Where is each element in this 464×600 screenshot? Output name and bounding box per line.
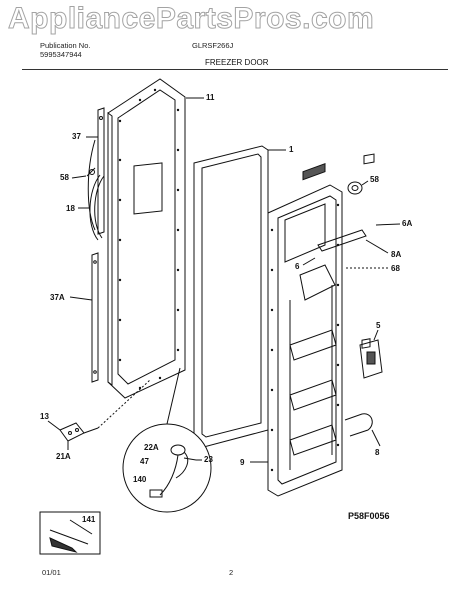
leader-13 xyxy=(47,420,61,431)
callout-23: 23 xyxy=(204,455,213,464)
outer-door-panel xyxy=(107,78,186,399)
screw-left xyxy=(86,167,96,177)
callout-22A: 22A xyxy=(144,443,159,452)
callout-58-right: 58 xyxy=(370,175,379,184)
cap-right xyxy=(347,181,363,195)
inner-door-liner xyxy=(267,163,343,497)
inset-141 xyxy=(39,511,101,555)
leader-58-left xyxy=(71,175,87,179)
publication-label: Publication No. xyxy=(40,41,91,50)
callout-1: 1 xyxy=(289,145,294,154)
leader-6A xyxy=(375,223,401,226)
callout-9: 9 xyxy=(240,458,245,467)
wiring-detail-inset xyxy=(122,367,212,513)
callout-6A: 6A xyxy=(402,219,413,228)
callout-18: 18 xyxy=(66,204,75,213)
publication-number: 5995347944 xyxy=(40,50,82,59)
callout-6: 6 xyxy=(295,262,300,271)
callout-68: 68 xyxy=(391,264,400,273)
handle-bar xyxy=(89,174,105,241)
callout-140: 140 xyxy=(133,475,147,484)
footer-page: 2 xyxy=(229,568,234,577)
callout-21A: 21A xyxy=(56,452,71,461)
leader-6 xyxy=(302,257,316,266)
callout-37: 37 xyxy=(72,132,81,141)
section-title: FREEZER DOOR xyxy=(205,58,269,67)
footer-date: 01/01 xyxy=(42,568,61,577)
handle-trim-upper xyxy=(87,107,105,235)
handle-trim-lower xyxy=(91,252,99,383)
watermark: AppliancePartsPros.com xyxy=(7,2,375,36)
leader-8 xyxy=(371,429,381,447)
callout-5: 5 xyxy=(376,321,381,330)
model-number: GLRSF266J xyxy=(192,41,234,50)
callout-8A: 8A xyxy=(391,250,402,259)
bar-8A xyxy=(317,229,367,252)
part-5 xyxy=(359,339,383,379)
leader-5 xyxy=(373,329,379,341)
callout-11: 11 xyxy=(206,93,215,102)
callout-8: 8 xyxy=(375,448,380,457)
leader-58-right xyxy=(361,180,369,186)
clip-6A xyxy=(363,153,375,165)
callout-13: 13 xyxy=(40,412,49,421)
part-8 xyxy=(344,338,373,437)
callout-37A: 37A xyxy=(50,293,65,302)
callout-58-left: 58 xyxy=(60,173,69,182)
leader-8A xyxy=(365,239,389,254)
header-divider xyxy=(22,69,448,70)
diagram-code: P58F0056 xyxy=(348,511,390,521)
hinge-bracket xyxy=(59,379,151,442)
leader-37A xyxy=(69,296,93,301)
callout-47: 47 xyxy=(140,457,149,466)
callout-141: 141 xyxy=(82,515,96,524)
door-gasket xyxy=(193,145,269,449)
